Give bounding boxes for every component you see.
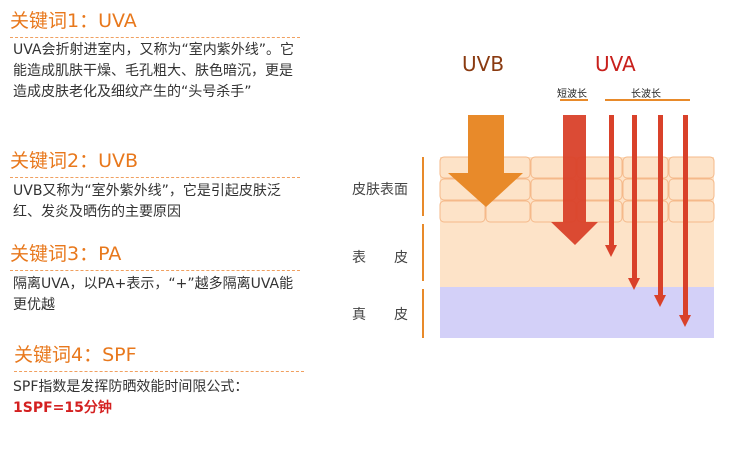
skin-surface-label: 皮肤表面 bbox=[352, 182, 408, 198]
dermis-label: 真 皮 bbox=[352, 307, 408, 323]
keyword-4-title: 关键词4：SPF bbox=[14, 340, 304, 372]
keyword-3-text: 隔离UVA，以PA+表示，“+”越多隔离UVA能更优越 bbox=[13, 276, 294, 313]
uvb-label: UVB bbox=[462, 52, 505, 76]
spf-formula-highlight: 1SPF=15分钟 bbox=[13, 400, 112, 416]
keyword-4-text: SPF指数是发挥防晒效能时间限公式： 1SPF=15分钟 bbox=[13, 377, 303, 419]
uva-long-arrows bbox=[605, 115, 691, 327]
keyword-1-title: 关键词1：UVA bbox=[10, 6, 300, 38]
keyword-3-title: 关键词3：PA bbox=[10, 239, 300, 271]
long-wave-label: 长波长 bbox=[631, 89, 661, 100]
spf-formula-text: SPF指数是发挥防晒效能时间限公式： bbox=[13, 379, 249, 395]
keyword-2-text: UVB又称为“室外紫外线”，它是引起皮肤泛红、发炎及晒伤的主要原因 bbox=[13, 183, 281, 220]
dermis-layer bbox=[440, 287, 714, 338]
keyword-1-text: UVA会折射进室内，又称为“室内紫外线”。它能造成肌肤干燥、毛孔粗大、肤色暗沉，… bbox=[13, 42, 295, 100]
uva-short-arrow bbox=[551, 115, 598, 245]
epidermis-label: 表 皮 bbox=[352, 250, 408, 266]
keyword-2-title: 关键词2：UVB bbox=[10, 146, 300, 178]
short-wave-label: 短波长 bbox=[557, 89, 587, 100]
uva-label: UVA bbox=[595, 52, 636, 76]
layer-brackets bbox=[422, 99, 690, 338]
uvb-arrow bbox=[448, 115, 523, 207]
